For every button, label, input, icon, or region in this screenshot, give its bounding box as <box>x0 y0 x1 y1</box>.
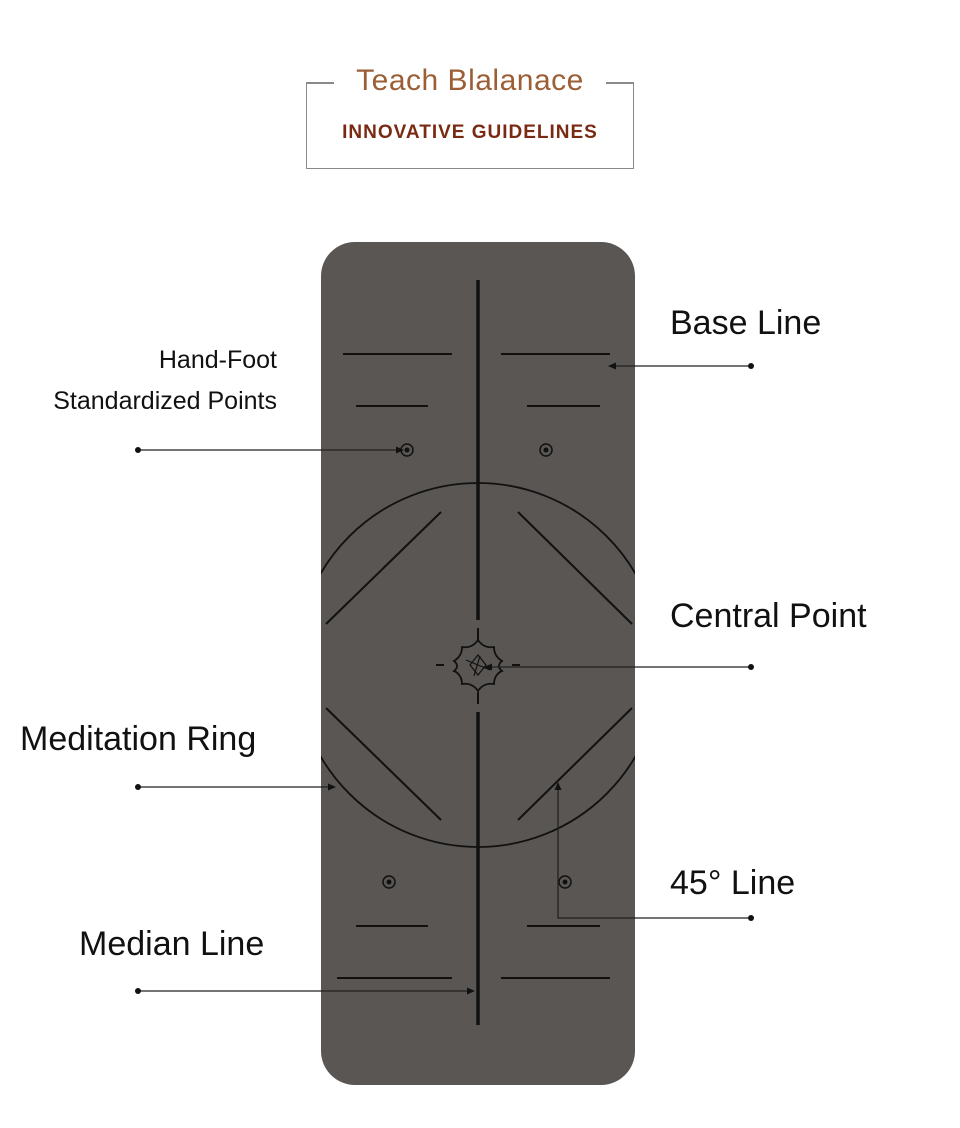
callout-arrowheads <box>328 362 616 995</box>
label-hand-foot-line2: Standardized Points <box>53 387 277 415</box>
line-45-bottom-left <box>325 707 442 821</box>
header-frame <box>306 82 634 169</box>
arrowhead-base-line <box>608 362 616 370</box>
arrowhead-median-line <box>467 987 475 995</box>
hand-point-right <box>539 443 553 457</box>
header-subtitle: INNOVATIVE GUIDELINES <box>342 122 598 143</box>
callout-dots <box>135 363 754 994</box>
line-45-top-right <box>517 511 633 625</box>
hand-foot-points <box>382 443 572 889</box>
label-hand-foot: Hand-Foot Standardized Points <box>53 340 277 422</box>
arrowhead-hand-foot <box>396 446 404 454</box>
label-base-line: Base Line <box>670 304 822 342</box>
arrowhead-central-point <box>484 663 492 671</box>
callouts <box>138 365 751 992</box>
label-hand-foot-line1: Hand-Foot <box>158 346 277 374</box>
callout-dot-meditation-ring <box>135 784 141 790</box>
callout-dot-hand-foot <box>135 447 141 453</box>
callout-dot-45-line <box>748 915 754 921</box>
header-title: Teach Blalanace <box>306 62 634 100</box>
callout-dot-median-line <box>135 988 141 994</box>
label-central-point: Central Point <box>670 597 867 635</box>
label-45-line: 45° Line <box>670 864 796 902</box>
callout-dot-central-point <box>748 664 754 670</box>
foot-point-left <box>382 875 396 889</box>
header-frame-top-right <box>606 82 634 84</box>
arrowhead-45-line <box>554 782 562 790</box>
label-median-line: Median Line <box>79 925 265 963</box>
line-45-bottom-right <box>517 707 633 821</box>
foot-point-right <box>558 875 572 889</box>
arrowhead-meditation-ring <box>328 783 336 791</box>
callout-line-45 <box>557 786 751 919</box>
callout-dot-base-line <box>748 363 754 369</box>
line-45-top-left <box>325 511 442 625</box>
label-meditation-ring: Meditation Ring <box>20 720 257 758</box>
meditation-ring <box>321 482 635 848</box>
central-point-lotus-icon <box>452 638 504 693</box>
mat-guidelines <box>321 280 635 1025</box>
header-frame-top-left <box>306 82 334 84</box>
